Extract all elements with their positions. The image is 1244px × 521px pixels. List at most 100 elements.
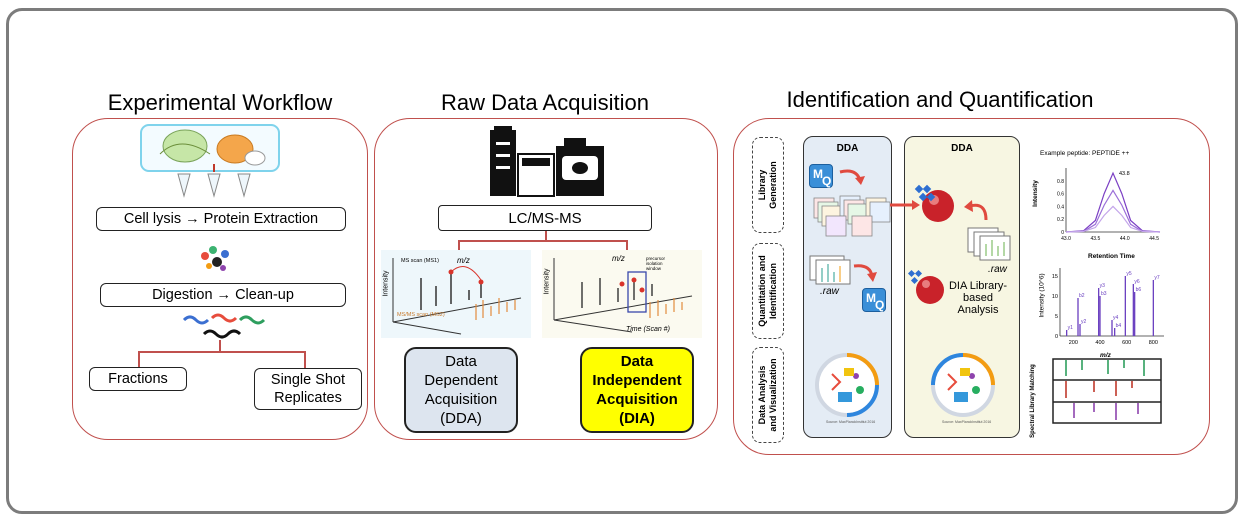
branch-bar — [138, 351, 305, 353]
branch-stem — [219, 340, 221, 352]
source-caption-2: Source: MaxPlanckInstitut 2016 — [942, 420, 992, 424]
dia-plot-ylabel: Intensity — [543, 268, 551, 295]
dda-plot: Intensity m/z MS scan (MS1) MS/MS scan (… — [381, 250, 531, 338]
row2-line1: Quantitation and — [757, 255, 767, 327]
raw-files-icon-1 — [809, 255, 851, 285]
acquisition-title: Raw Data Acquisition — [441, 90, 649, 115]
acq-branch-bar — [458, 240, 628, 242]
xic-y-tick: 0.2 — [1057, 217, 1064, 223]
xic-series-line — [1065, 171, 1161, 233]
workflow-title: Experimental Workflow — [107, 90, 333, 115]
library-sphere-icon-2 — [907, 269, 944, 304]
spectrum-ion-label: y3 — [1100, 283, 1106, 289]
library-sphere-icon — [914, 184, 954, 222]
single-shot-line1: Single Shot — [270, 372, 346, 388]
spectrum-y-tick: 5 — [1055, 314, 1058, 320]
spectrum-x-tick: 800 — [1149, 340, 1158, 346]
spectral-match-chart — [1052, 358, 1162, 424]
single-shot-box: Single Shot Replicates — [254, 368, 362, 410]
dia-plot: Intensity m/z precursor isolation window… — [542, 250, 702, 338]
dda-plot-mz: m/z — [457, 256, 470, 265]
row1-line1: Library — [757, 169, 767, 201]
dia-box: Data Independent Acquisition (DIA) — [580, 347, 694, 433]
spectrum-y-tick: 15 — [1052, 274, 1058, 280]
fractions-box: Fractions — [89, 367, 187, 391]
spectrum-ion-label: y7 — [1154, 275, 1160, 281]
red-arrow-icon — [839, 169, 865, 185]
xic-series-line — [1065, 189, 1161, 233]
branch-left-drop — [138, 351, 140, 369]
acq-branch-left — [458, 240, 460, 252]
lcms-instrument-icon — [490, 126, 604, 197]
spectrum-ylabel: Intensity (10^6) — [1038, 273, 1046, 318]
dda-plot-ylabel: Intensity — [382, 270, 390, 297]
raw-label-2: .raw — [988, 264, 1007, 275]
row1-line2: Generation — [768, 161, 778, 209]
dia-plot-window: precursor isolation window — [646, 256, 666, 271]
xic-y-tick: 0.8 — [1057, 179, 1064, 185]
digestion-box: Digestion → Clean-up — [100, 283, 346, 307]
spectrum-xlabel: m/z — [1100, 352, 1111, 359]
spectrum-ion-label: y6 — [1134, 279, 1140, 285]
spectrum-ion-label: b6 — [1136, 287, 1142, 293]
raw-label-1: .raw — [820, 286, 839, 297]
xic-y-tick: 0.6 — [1057, 192, 1064, 198]
spectrum-y-tick: 0 — [1055, 334, 1058, 340]
dia-line1: Data — [620, 353, 654, 370]
xic-ylabel: Intensity — [1031, 180, 1039, 207]
spectrum-ion-label: y2 — [1081, 319, 1087, 325]
dia-plot-mz: m/z — [612, 254, 625, 263]
acq-branch-stem — [545, 231, 547, 241]
dia-plot-xlabel: Time (Scan #) — [626, 326, 670, 333]
cell-lysis-box: Cell lysis → Protein Extraction — [96, 207, 346, 231]
xic-y-tick: 0.4 — [1057, 204, 1064, 210]
red-arrow-icon-2 — [853, 264, 877, 282]
xic-title: Example peptide: PEPTIDE ++ — [1040, 150, 1130, 157]
single-shot-line2: Replicates — [274, 390, 342, 406]
col2-title: DDA — [951, 143, 973, 154]
xic-peak-label: 43.8 — [1119, 171, 1130, 177]
spectra-stack-icon — [813, 195, 891, 237]
to-library-arrow — [890, 200, 920, 210]
acq-branch-right — [626, 240, 628, 252]
tubes-icon — [177, 164, 251, 198]
spectrum-ion-label: y5 — [1126, 271, 1132, 277]
xic-xlabel: Retention Time — [1088, 253, 1135, 260]
visualization-wheel-1 — [815, 353, 879, 417]
maxquant-icon-2: M Q — [862, 288, 886, 312]
dia-line4: (DIA) — [619, 410, 655, 427]
spectrum-x-tick: 200 — [1069, 340, 1078, 346]
xic-series-line — [1065, 205, 1161, 233]
spectrum-x-tick: 600 — [1122, 340, 1131, 346]
xic-x-tick: 44.0 — [1120, 236, 1130, 242]
row3-line1: Data Analysis — [757, 365, 767, 425]
spectrum-y-tick: 10 — [1052, 294, 1058, 300]
curved-arrow-icon — [964, 200, 988, 221]
xic-x-tick: 44.5 — [1149, 236, 1159, 242]
dia-analysis-label: DIA Library- based Analysis — [948, 280, 1008, 316]
dia-line2: Independent — [592, 372, 682, 389]
xic-x-tick: 43.5 — [1091, 236, 1101, 242]
dda-line3: Acquisition — [424, 391, 498, 408]
col1-title: DDA — [836, 143, 859, 154]
branch-right-drop — [304, 351, 306, 369]
spectrum-ion-label: y1 — [1068, 325, 1074, 331]
dda-plot-ms1: MS scan (MS1) — [401, 258, 439, 264]
spectrum-ion-label: b3 — [1101, 291, 1107, 297]
maxquant-icon: M Q — [809, 164, 833, 188]
xic-y-tick: 0 — [1061, 230, 1064, 236]
dda-line4: (DDA) — [440, 410, 482, 427]
row2-line2: Identification — [768, 263, 778, 319]
row3-line2: and Visualization — [768, 358, 778, 432]
dda-line1: Data — [445, 353, 477, 370]
source-caption-1: Source: MaxPlanckInstitut 2016 — [826, 420, 876, 424]
raw-files-icon-2 — [967, 227, 1011, 261]
cell-illustration — [140, 124, 280, 172]
dda-box: Data Dependent Acquisition (DDA) — [404, 347, 518, 433]
spectral-match-label: Spectral Library Matching — [1029, 364, 1036, 438]
